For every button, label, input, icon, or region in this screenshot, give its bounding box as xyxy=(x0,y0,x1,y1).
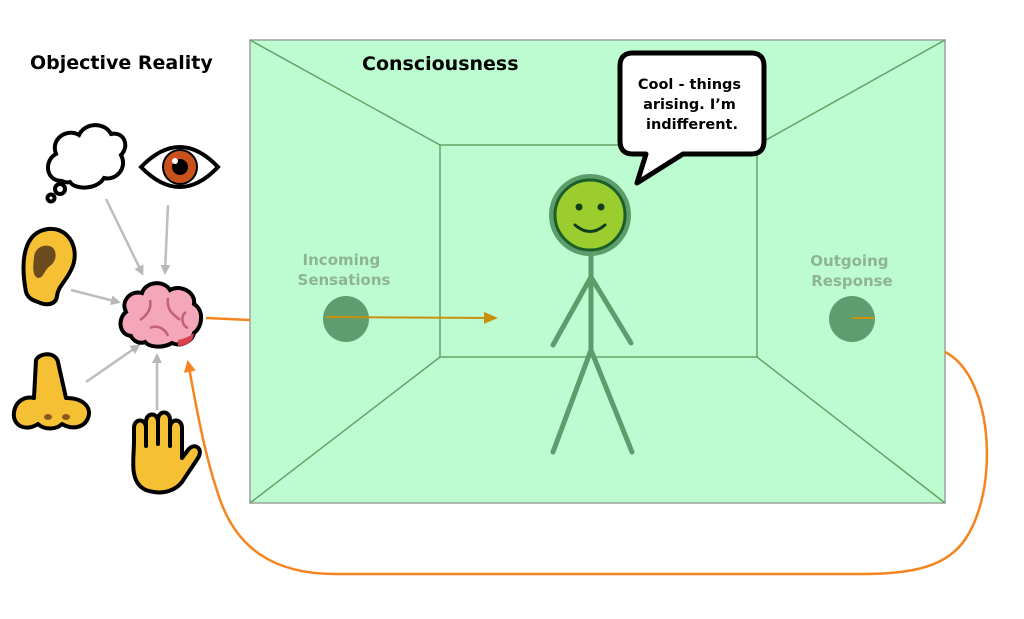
incoming-label-line-2: Sensations xyxy=(298,271,391,289)
svg-text:Cool - things arising. I: Cool - things arising. I’m indifferent. xyxy=(638,77,746,133)
brain-to-room-line xyxy=(206,318,250,320)
outgoing-label-line-2: Response xyxy=(811,272,892,290)
raised-hand-icon xyxy=(133,413,200,493)
incoming-label-line-1: Incoming xyxy=(303,251,381,269)
objective-reality-title: Objective Reality xyxy=(30,52,213,74)
nose-icon xyxy=(14,354,89,428)
speech-line-3: indifferent. xyxy=(646,117,738,133)
eye-icon xyxy=(141,147,218,187)
incoming-arrow xyxy=(326,317,496,318)
consciousness-title: Consciousness xyxy=(362,53,519,75)
speech-line-2: arising. I’m xyxy=(643,97,736,113)
brain-icon xyxy=(121,283,202,346)
ear-icon xyxy=(24,229,75,304)
smiley-face-icon xyxy=(549,174,631,256)
outgoing-label-line-1: Outgoing xyxy=(810,252,888,270)
thought-bubble-icon xyxy=(48,125,126,201)
incoming-node xyxy=(323,296,369,342)
speech-line-1: Cool - things xyxy=(638,77,741,93)
